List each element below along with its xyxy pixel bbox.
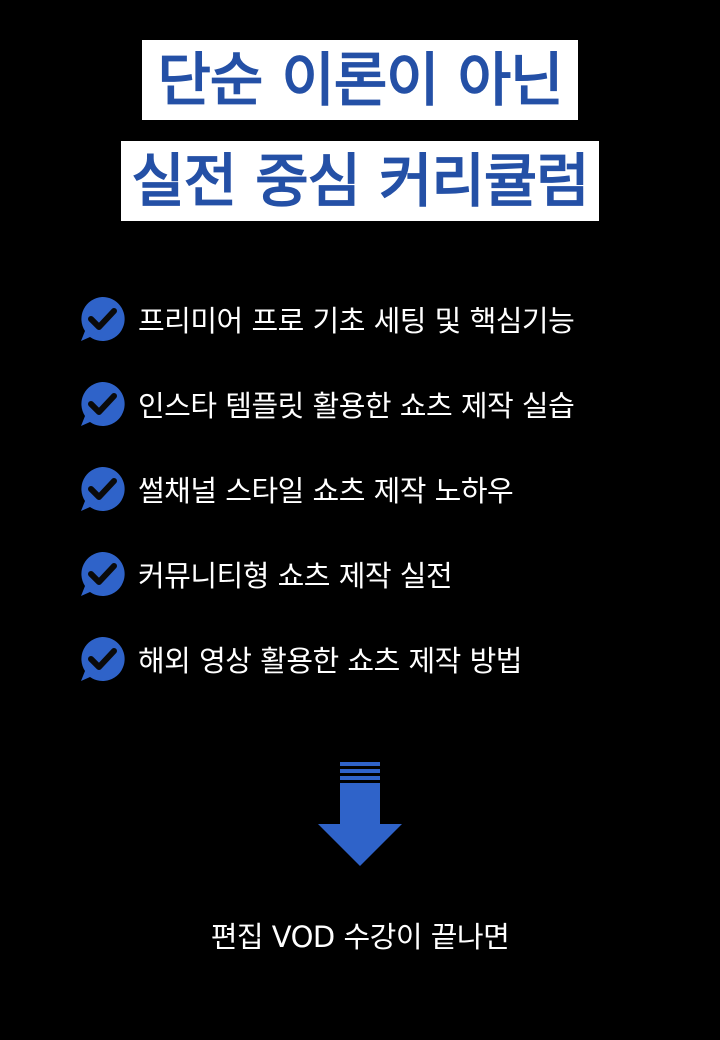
check-bubble-icon [81, 296, 125, 341]
headline-line-2: 실전 중심 커리큘럼 [121, 141, 599, 221]
feature-label: 썰채널 스타일 쇼츠 제작 노하우 [138, 474, 514, 508]
check-bubble-icon [81, 466, 125, 511]
feature-item: 커뮤니티형 쇼츠 제작 실전 [78, 549, 574, 599]
curriculum-feature-list: 프리미어 프로 기초 세팅 및 핵심기능 인스타 템플릿 활용한 쇼츠 제작 실… [78, 294, 575, 719]
check-bubble-icon [81, 636, 125, 681]
feature-label: 인스타 템플릿 활용한 쇼츠 제작 실습 [138, 389, 575, 423]
feature-item: 해외 영상 활용한 쇼츠 제작 방법 [78, 634, 574, 684]
feature-item: 프리미어 프로 기초 세팅 및 핵심기능 [78, 294, 575, 344]
feature-item: 썰채널 스타일 쇼츠 제작 노하우 [78, 464, 574, 514]
feature-label: 커뮤니티형 쇼츠 제작 실전 [138, 559, 453, 593]
check-bubble-icon [81, 381, 125, 426]
headline: 단순 이론이 아닌 실전 중심 커리큘럼 [0, 40, 720, 221]
down-arrow-icon [318, 762, 402, 866]
headline-line-1: 단순 이론이 아닌 [141, 40, 579, 120]
check-bubble-icon [81, 551, 125, 596]
feature-label: 프리미어 프로 기초 세팅 및 핵심기능 [138, 304, 575, 338]
feature-item: 인스타 템플릿 활용한 쇼츠 제작 실습 [78, 379, 575, 429]
footer-caption: 편집 VOD 수강이 끝나면 [210, 920, 510, 954]
feature-label: 해외 영상 활용한 쇼츠 제작 방법 [138, 644, 522, 678]
